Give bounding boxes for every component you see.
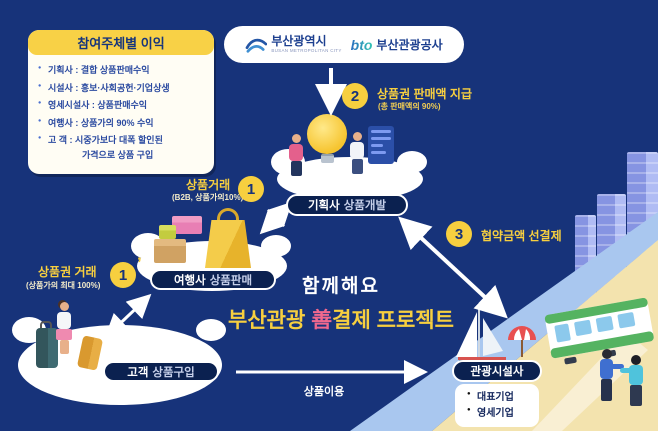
gift-box-lime xyxy=(159,225,176,239)
bto-logo: bto 부산관광공사 xyxy=(351,36,443,53)
planner-rest: 상품개발 xyxy=(343,200,387,212)
benefit-item: 기획사 : 결합 상품판매수익 xyxy=(38,62,206,80)
customer-bold: 고객 xyxy=(127,366,149,379)
node-customer: 고객 상품구입 xyxy=(103,361,219,382)
shopping-bag-icon xyxy=(205,220,251,268)
planner-person-right xyxy=(349,132,365,174)
product-use-label: 상품이용 xyxy=(303,386,345,398)
step3-number: 3 xyxy=(446,221,472,247)
gift-box-tan xyxy=(154,239,186,263)
step2-label: 상품권 판매액 지급 xyxy=(377,87,472,101)
node-planner: 기획사 상품개발 xyxy=(286,194,408,216)
node-agency: 여행사 상품판매 xyxy=(150,269,276,290)
node-facility: 관광시설사 xyxy=(452,360,542,382)
agency-rest: 상품판매 xyxy=(209,274,253,287)
building-glass xyxy=(641,248,658,328)
slogan-line2-post: 결제 프로젝트 xyxy=(332,309,454,332)
step1p-number: 1 xyxy=(110,262,136,288)
benefit-item: 고 객 : 시중가보다 대폭 할인된 xyxy=(38,132,206,150)
busan-city-name-en: BUSAN METROPOLITAN CITY xyxy=(271,48,342,54)
facility-box: 대표기업 영세기업 xyxy=(455,384,539,427)
slogan: 함께해요 부산관광 善결제 프로젝트 xyxy=(208,271,474,334)
facility-item: 대표기업 xyxy=(467,390,539,406)
step1p-sub: (상품가의 최대 100%) xyxy=(26,281,101,290)
arrow-product-trade xyxy=(259,201,293,235)
slogan-line1: 함께해요 xyxy=(302,276,380,297)
idea-lightbulb-icon xyxy=(307,114,347,163)
benefit-item: 영세시설사 : 상품판매수익 xyxy=(38,97,206,115)
header-logos: 부산광역시 BUSAN METROPOLITAN CITY bto 부산관광공사 xyxy=(224,26,464,63)
suitcase-handle xyxy=(40,321,52,329)
step3-label: 협약금액 선결제 xyxy=(481,229,562,243)
building-mid xyxy=(597,194,626,324)
gift-box-pink xyxy=(172,216,202,234)
busan-city-logo-icon xyxy=(245,38,268,53)
beach-umbrella-icon xyxy=(508,326,536,357)
handshake-people-icon xyxy=(600,349,643,406)
step1-label: 상품거래 xyxy=(186,178,231,192)
benefit-item: 시설사 : 홍보·사회공헌·기업상생 xyxy=(38,80,206,98)
step1-number: 1 xyxy=(238,176,264,202)
building-small xyxy=(575,215,596,320)
step1p-prime: ’ xyxy=(137,254,142,273)
slogan-line2-mark: 善 xyxy=(311,309,333,332)
step1p-label: 상품권 거래 xyxy=(38,265,97,279)
slogan-line2-pre: 부산관광 xyxy=(228,309,312,332)
dashboard-panel-icon xyxy=(368,126,394,164)
busan-city-name: 부산광역시 xyxy=(271,34,327,49)
planner-person-left xyxy=(288,134,304,176)
beach-path xyxy=(532,332,648,431)
busan-city-logo: 부산광역시 BUSAN METROPOLITAN CITY xyxy=(245,35,341,54)
shopping-bag-handle xyxy=(217,208,239,223)
traveler-icon xyxy=(56,302,72,354)
suitcase-teal-icon xyxy=(36,328,58,368)
customer-rest: 상품구입 xyxy=(152,366,195,379)
slogan-line2: 부산관광 善결제 프로젝트 xyxy=(208,304,474,334)
step1-sub: (B2B, 상품가의10%) xyxy=(172,193,244,202)
facility-item: 영세기업 xyxy=(467,406,539,422)
facility-label: 관광시설사 xyxy=(470,366,524,378)
benefits-panel: 참여주체별 이익 기획사 : 결합 상품판매수익 시설사 : 홍보·사회공헌·기… xyxy=(28,30,214,174)
step2-sub: (총 판매액의 90%) xyxy=(378,102,441,111)
agency-bold: 여행사 xyxy=(173,274,206,287)
step2-number: 2 xyxy=(342,83,368,109)
planner-bold: 기획사 xyxy=(307,200,340,212)
benefit-item-continuation: 가격으로 상품 구입 xyxy=(82,149,154,160)
bto-name: 부산관광공사 xyxy=(376,38,443,52)
benefits-title: 참여주체별 이익 xyxy=(28,30,214,55)
benefit-item: 여행사 : 상품가의 90% 수익 xyxy=(38,115,206,133)
bto-logo-icon: bto xyxy=(350,36,373,53)
